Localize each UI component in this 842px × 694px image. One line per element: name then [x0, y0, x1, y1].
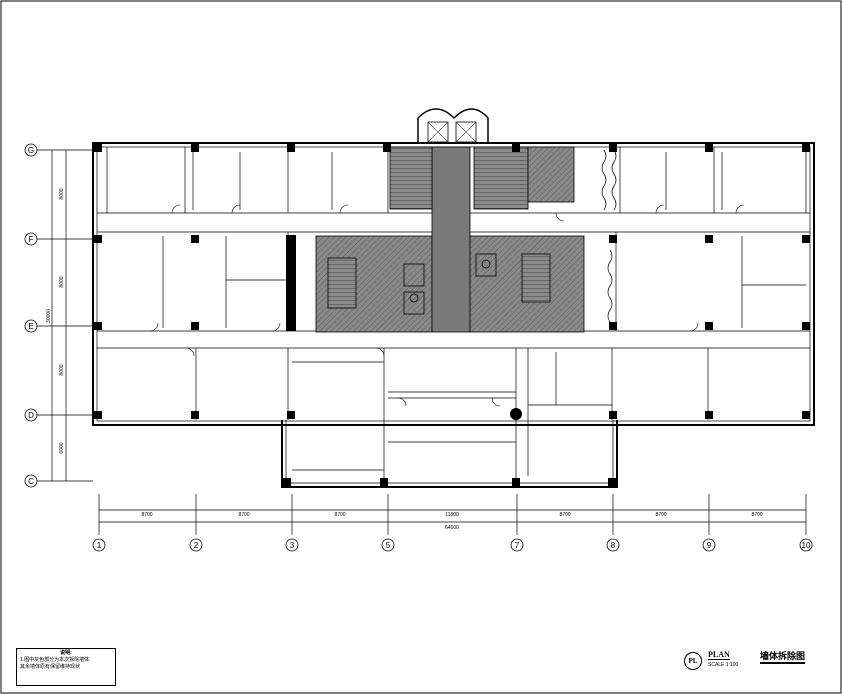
- north-restroom-right: [473, 146, 529, 210]
- title-block: PL PLAN SCALE 1:100 墙体拆除图: [684, 648, 812, 672]
- column-dim-9-10: 8700: [751, 512, 762, 518]
- column-label-5: 5: [386, 541, 391, 550]
- stair-right: [521, 253, 551, 303]
- column-label-8: 8: [611, 541, 616, 550]
- row-label-d: D: [28, 411, 34, 420]
- row-dim-d-c: 6000: [59, 442, 65, 453]
- column-dim-8-9: 8700: [655, 512, 666, 518]
- door-swings: [149, 204, 745, 407]
- north-room-gray: [527, 146, 575, 203]
- drawing-title: 墙体拆除图: [760, 649, 806, 664]
- total-vertical-dim: 30000: [46, 309, 52, 323]
- demolition-areas: [315, 146, 585, 333]
- plan-symbol: PL: [684, 652, 702, 670]
- notes-line-1: 1.图中灰色部分为本次拆除墙体: [20, 657, 90, 663]
- row-label-f: F: [29, 235, 34, 244]
- column-label-10: 10: [802, 541, 811, 550]
- row-dim-f-e: 8000: [59, 276, 65, 287]
- north-restroom-left: [389, 146, 433, 210]
- column-label-9: 9: [707, 541, 712, 550]
- central-corridor: [431, 146, 471, 333]
- horizontal-dimension: [98, 494, 807, 535]
- row-label-c: C: [28, 477, 34, 486]
- demolition-notes: 说明: 1.图中灰色部分为本次拆除墙体 其余墙体原有保留维持现状: [16, 648, 116, 686]
- row-dim-g-f: 8000: [59, 188, 65, 199]
- row-label-e: E: [28, 322, 33, 331]
- column-grid-bubbles: [92, 538, 813, 552]
- room-partitions: [106, 147, 807, 483]
- column-dim-5-7: 11800: [445, 512, 459, 518]
- column-label-1: 1: [97, 541, 102, 550]
- total-horizontal-dim: 64000: [445, 525, 459, 531]
- notes-line-2: 其余墙体原有保留维持现状: [20, 664, 81, 670]
- column-dim-1-2: 8700: [141, 512, 152, 518]
- curtain-marks: [601, 149, 617, 323]
- row-dim-e-d: 8000: [59, 364, 65, 375]
- vertical-dimension: [51, 150, 67, 481]
- plan-label: PLAN: [708, 650, 730, 660]
- column-dim-2-3: 8700: [238, 512, 249, 518]
- column-label-7: 7: [515, 541, 520, 550]
- structural-columns: [94, 144, 810, 486]
- scale-label: SCALE 1:100: [708, 662, 739, 668]
- column-label-2: 2: [194, 541, 199, 550]
- stair-left: [327, 257, 357, 309]
- column-dim-3-5: 8700: [334, 512, 345, 518]
- notes-title: 说明:: [60, 650, 72, 656]
- column-label-3: 3: [290, 541, 295, 550]
- row-grid-bubbles: [24, 143, 38, 488]
- row-label-g: G: [28, 146, 34, 155]
- column-dim-7-8: 8700: [559, 512, 570, 518]
